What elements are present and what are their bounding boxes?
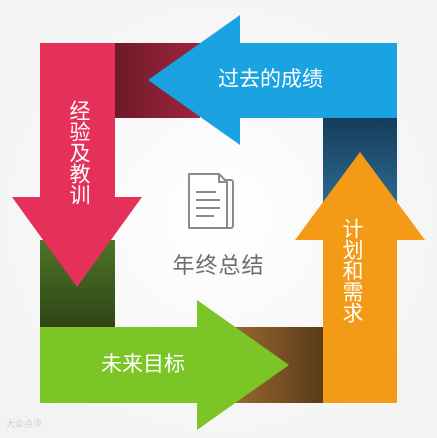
arrow-right [295, 152, 425, 403]
arrow-left-label: 经验及教训 [67, 100, 91, 205]
watermark: 大众点评 [6, 420, 43, 430]
arrow-top [148, 15, 397, 145]
arrow-bottom-label: 未来目标 [101, 352, 185, 376]
arrow-top-label: 过去的成绩 [218, 67, 323, 91]
center-title: 年终总结 [172, 254, 265, 279]
arrow-bottom [40, 300, 289, 430]
arrow-left [12, 43, 142, 287]
arrow-right-label: 计划和需求 [340, 218, 364, 323]
document-icon [186, 172, 244, 244]
